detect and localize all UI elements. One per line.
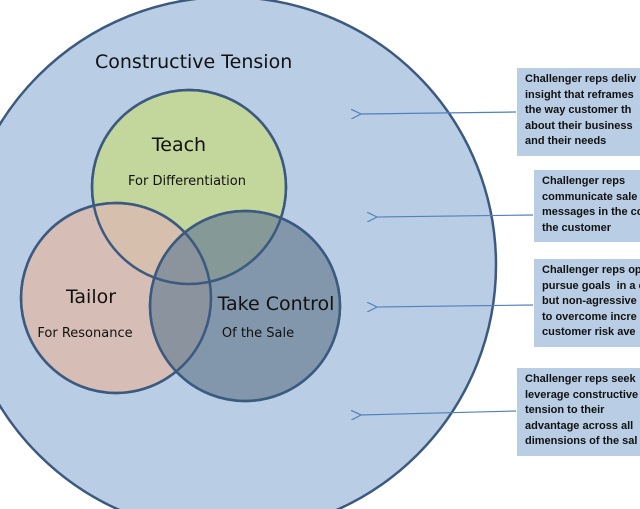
take-control-title: Take Control [217,293,335,315]
arrow-1 [360,112,517,114]
callout-constructive-tension: Challenger reps seek leverage constructi… [517,368,640,456]
tailor-subtitle: For Resonance [37,326,132,341]
teach-circle-outline [90,88,288,286]
callout-pursue-goals: Challenger reps op pursue goals in a c b… [534,259,640,347]
take-control-subtitle: Of the Sale [222,326,294,341]
teach-subtitle: For Differentiation [128,174,246,189]
arrow-3 [376,305,534,307]
callout-insight: Challenger reps deliv insight that refra… [517,68,640,156]
tailor-title: Tailor [65,286,116,308]
teach-title: Teach [151,134,206,156]
arrow-4 [360,411,517,415]
arrow-2 [376,215,534,217]
tailor-circle-outline [19,201,213,395]
outer-label: Constructive Tension [95,51,292,73]
take-control-circle-outline [148,209,342,403]
callout-communicate: Challenger reps communicate sale message… [534,170,640,242]
